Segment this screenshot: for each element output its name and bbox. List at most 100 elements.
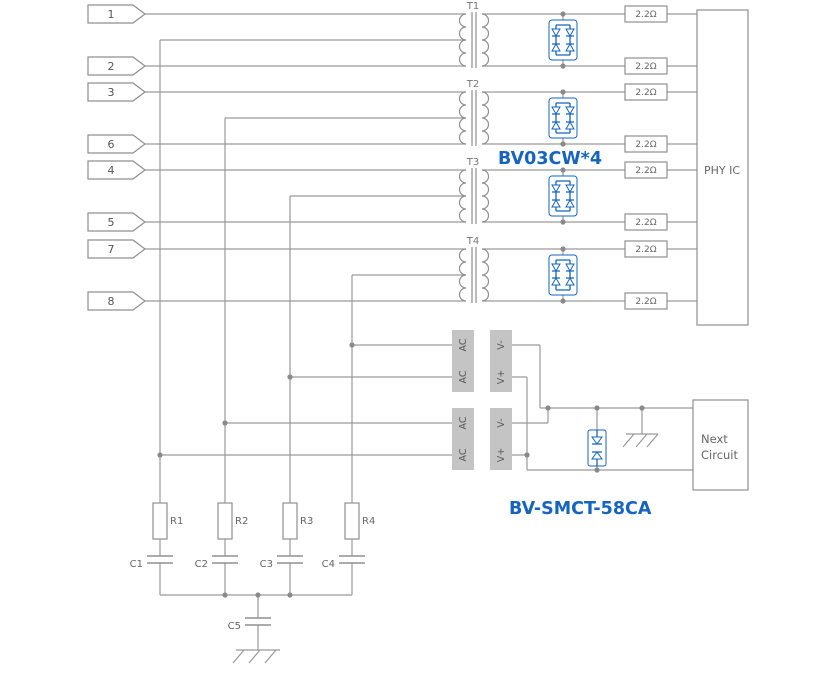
tvs-array-body	[548, 254, 578, 296]
next-circuit-block: Next Circuit	[692, 399, 749, 491]
pin-shape-8	[87, 291, 146, 311]
transformer-label-t4: T4	[466, 236, 479, 247]
bridge2-pin-ac2: AC	[458, 448, 469, 461]
transformer-t4: T4	[458, 236, 490, 303]
transformer-core-icon	[471, 12, 477, 68]
capacitor-c3-icon	[277, 555, 303, 564]
resistor-box	[624, 5, 668, 23]
diode-icon	[551, 184, 575, 208]
tvs-array-2	[548, 92, 578, 144]
diode-icon	[551, 28, 575, 52]
pin-shape-1	[87, 4, 146, 24]
pin-lead-wires	[145, 13, 466, 302]
secondary-winding-icon	[481, 13, 490, 67]
pin-label-5: 5	[108, 216, 115, 229]
transformer-t2: T2	[458, 79, 490, 146]
diode-icon	[591, 436, 603, 460]
pin-shape-5	[87, 212, 146, 232]
phy-ic-label: PHY IC	[704, 164, 740, 177]
primary-winding-icon	[458, 13, 467, 67]
bridge-output-wires	[512, 344, 693, 471]
tvs-array-1	[548, 14, 578, 66]
tvs-array-3	[548, 170, 578, 222]
capacitor-c4-icon	[339, 555, 365, 564]
primary-winding-icon	[458, 169, 467, 223]
resistor-r4-label: R4	[362, 516, 375, 527]
phy-ic-block: PHY IC	[696, 9, 749, 326]
pin-shape-3	[87, 82, 146, 102]
capacitor-c5-label: C5	[228, 621, 241, 632]
pin-shape-6	[87, 134, 146, 154]
poe-tvs	[587, 408, 607, 470]
bridge-rectifier-2: AC AC V- V+	[452, 408, 512, 470]
secondary-wires	[482, 13, 697, 302]
resistor-box	[624, 292, 668, 310]
tvs-array-body	[548, 97, 578, 139]
primary-winding-icon	[458, 91, 467, 145]
next-circuit-body	[692, 399, 749, 491]
transformer-core-icon	[471, 247, 477, 303]
resistor-value: 2.2Ω	[635, 62, 656, 72]
transformer-label-t3: T3	[466, 157, 479, 168]
diode-icon	[551, 106, 575, 130]
transformer-core-icon	[471, 90, 477, 146]
capacitor-c4-label: C4	[322, 559, 335, 570]
resistor-box	[624, 57, 668, 75]
capacitor-c5-icon	[245, 617, 271, 626]
resistor-r1-label: R1	[170, 516, 183, 527]
primary-winding-icon	[458, 248, 467, 302]
bridge2-pin-ac1: AC	[458, 416, 469, 429]
secondary-winding-icon	[481, 248, 490, 302]
secondary-winding-icon	[481, 91, 490, 145]
phy-ic-body	[696, 9, 749, 326]
bridge2-pin-vminus: V-	[496, 418, 507, 427]
termination-resistors: R1 R2 R3 R4	[152, 502, 375, 540]
next-circuit-label-line2: Circuit	[701, 448, 739, 462]
tvs-array-part-number: BV03CW*4	[498, 149, 602, 169]
resistor-value: 2.2Ω	[635, 166, 656, 176]
junction-dots	[157, 11, 645, 598]
transformer-label-t1: T1	[466, 1, 479, 12]
bridge1-dc-column	[490, 330, 512, 392]
resistor-value: 2.2Ω	[635, 10, 656, 20]
bridge2-pin-vplus: V+	[496, 448, 507, 462]
transformer-t3: T3	[458, 157, 490, 224]
pin-shape-2	[87, 56, 146, 76]
resistor-value: 2.2Ω	[635, 140, 656, 150]
resistor-box	[624, 83, 668, 101]
resistor-box	[624, 135, 668, 153]
transformer-core-icon	[471, 168, 477, 224]
transformer-label-t2: T2	[466, 79, 479, 90]
input-pins: 1 2 3 6 4 5 7 8	[87, 4, 146, 311]
pin-label-6: 6	[108, 138, 115, 151]
next-circuit-label-line1: Next	[701, 432, 728, 446]
resistor-value: 2.2Ω	[635, 245, 656, 255]
capacitor-c1-icon	[147, 555, 173, 564]
capacitor-c2-label: C2	[195, 559, 208, 570]
pin-label-2: 2	[108, 60, 115, 73]
dc-bus-ground-icon	[622, 408, 659, 448]
resistor-box	[624, 240, 668, 258]
bridge-input-wires	[160, 344, 452, 456]
tvs-array-body	[548, 175, 578, 217]
capacitor-c3-label: C3	[260, 559, 273, 570]
transformer-t1: T1	[458, 1, 490, 68]
bridge-rectifier-1: AC AC V- V+	[452, 330, 512, 392]
bridge1-pin-vminus: V-	[496, 340, 507, 349]
resistor-r1-body	[152, 502, 168, 540]
resistor-r3-label: R3	[300, 516, 313, 527]
tvs-array-4	[548, 249, 578, 301]
resistor-r4-body	[344, 502, 360, 540]
pin-shape-7	[87, 239, 146, 259]
diode-icon	[551, 263, 575, 286]
pin-label-1: 1	[108, 8, 115, 21]
resistor-r2-label: R2	[235, 516, 248, 527]
resistor-box	[624, 213, 668, 231]
pin-label-4: 4	[108, 164, 115, 177]
bridge1-pin-ac1: AC	[458, 338, 469, 351]
bridge2-ac-column	[452, 408, 474, 470]
resistor-r3-body	[282, 502, 298, 540]
bridge1-pin-vplus: V+	[496, 370, 507, 384]
bridge1-ac-column	[452, 330, 474, 392]
